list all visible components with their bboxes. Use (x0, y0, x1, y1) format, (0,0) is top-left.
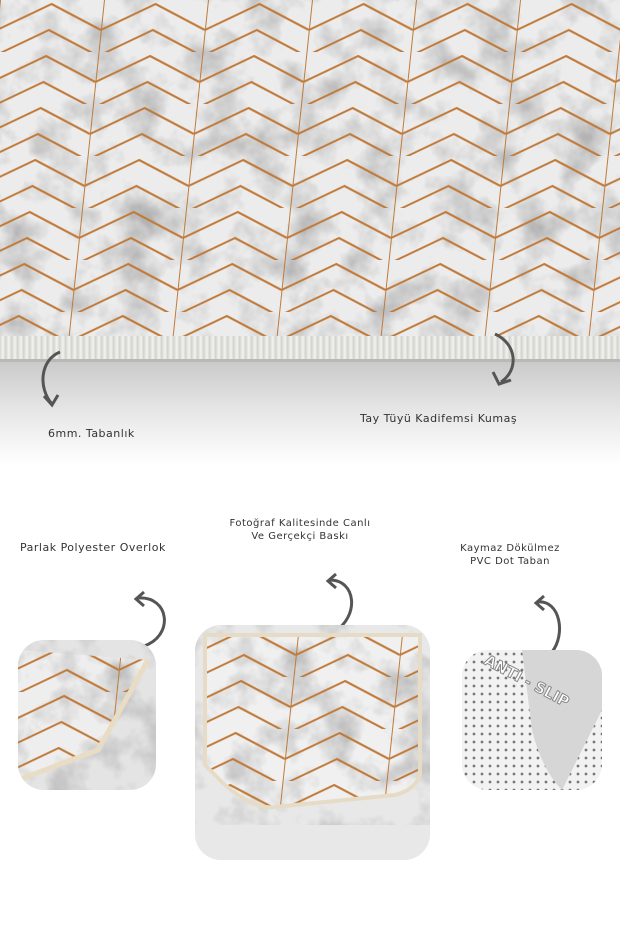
rug-fringe-edge (0, 336, 620, 362)
curved-arrow-icon (133, 590, 166, 648)
curved-arrow-icon (41, 350, 61, 408)
fabric-label: Tay Tüyü Kadifemsi Kumaş (360, 412, 518, 425)
curved-arrow-icon (491, 332, 515, 386)
curved-arrow-icon (533, 594, 561, 653)
antislip-base-image: ANTI - SLIP (462, 650, 602, 790)
curved-arrow-icon (325, 572, 353, 632)
antislip-label-line1: Kaymaz Dökülmez (460, 543, 560, 554)
print-quality-image (195, 625, 430, 860)
print-label-line2: Ve Gerçekçi Baskı (251, 531, 349, 542)
overlock-label: Parlak Polyester Overlok (20, 541, 166, 554)
overlock-detail-image (18, 640, 156, 790)
base-label: 6mm. Tabanlık (48, 427, 135, 440)
antislip-label: Kaymaz Dökülmez PVC Dot Taban (440, 542, 580, 568)
print-label-line1: Fotoğraf Kalitesinde Canlı (229, 518, 371, 529)
print-label: Fotoğraf Kalitesinde Canlı Ve Gerçekçi B… (200, 517, 400, 543)
antislip-label-line2: PVC Dot Taban (470, 556, 550, 567)
rug-closeup-image (0, 0, 620, 345)
